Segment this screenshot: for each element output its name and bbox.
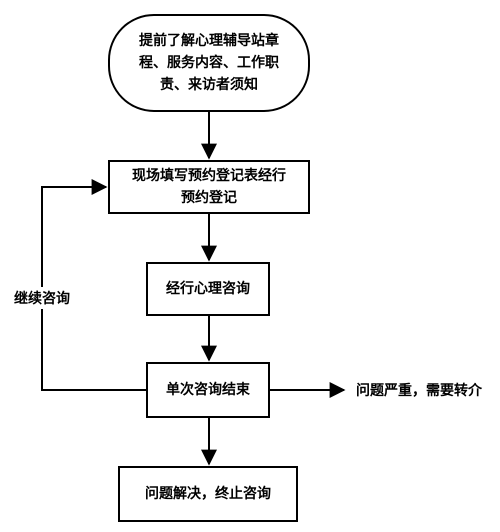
start-node: 提前了解心理辅导站章 程、服务内容、工作职 责、来访者须知 <box>108 14 310 112</box>
start-node-line-3: 责、来访者须知 <box>160 77 258 93</box>
register-node-line-1: 现场填写预约登记表经行 <box>132 168 286 184</box>
session-end-node-label: 单次咨询结束 <box>166 382 250 398</box>
consult-node: 经行心理咨询 <box>146 262 270 316</box>
register-node-line-2: 预约登记 <box>181 190 237 206</box>
consult-node-label: 经行心理咨询 <box>166 281 250 297</box>
resolved-node-label: 问题解决，终止咨询 <box>145 486 271 502</box>
start-node-line-1: 提前了解心理辅导站章 <box>139 33 279 49</box>
resolved-node: 问题解决，终止咨询 <box>118 466 298 522</box>
start-node-line-2: 程、服务内容、工作职 <box>139 55 279 71</box>
session-end-node: 单次咨询结束 <box>146 362 270 418</box>
register-node: 现场填写预约登记表经行 预约登记 <box>108 160 310 214</box>
continue-consult-label: 继续咨询 <box>12 287 72 309</box>
referral-label: 问题严重，需要转介 <box>356 383 482 399</box>
